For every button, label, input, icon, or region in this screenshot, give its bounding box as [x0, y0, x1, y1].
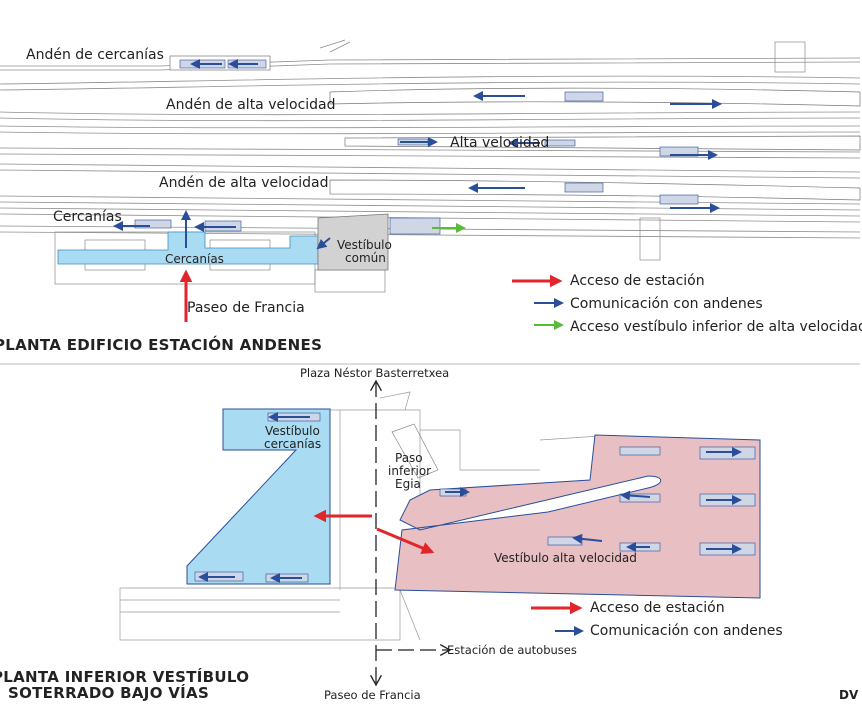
- blue-arrow: [620, 490, 651, 501]
- label-paseo-francia-top: Paseo de Francia: [187, 300, 305, 316]
- label-cercanias-platform: Cercanías: [53, 209, 122, 225]
- top-plan-title: PLANTA EDIFICIO ESTACIÓN ANDENES: [0, 335, 322, 354]
- label-estacion-autobuses: Estación de autobuses: [447, 643, 577, 657]
- label-plaza-nestor: Plaza Néstor Basterretxea: [300, 366, 449, 380]
- bottom-plan-title-line1: PLANTA INFERIOR VESTÍBULO: [0, 667, 249, 686]
- top-blue-arrows: [113, 59, 722, 250]
- legend-comunicacion-andenes-bottom: Comunicación con andenes: [590, 623, 783, 639]
- top-legend: Acceso de estación Comunicación con ande…: [512, 273, 862, 335]
- label-vestibulo-comun-1: Vestíbulo: [337, 238, 392, 252]
- cercanias-area: [57, 231, 319, 265]
- legend-comunicacion-andenes: Comunicación con andenes: [570, 296, 763, 312]
- vestibulo-alta-velocidad-area: [394, 434, 761, 599]
- label-vestibulo-cercanias-1: Vestíbulo: [265, 424, 320, 438]
- red-arrow-to-alta-velocidad: [376, 527, 435, 554]
- vestibulo-cercanias-area: [186, 408, 331, 585]
- label-vestibulo-alta-velocidad: Vestíbulo alta velocidad: [494, 551, 637, 565]
- bottom-plan: Plaza Néstor Basterretxea Vestíbulo cerc…: [0, 366, 783, 702]
- blue-arrow: [316, 237, 331, 250]
- label-vestibulo-comun-2: común: [345, 251, 386, 265]
- legend-acceso-estacion-bottom: Acceso de estación: [590, 600, 725, 616]
- top-plan: Andén de cercanías Andén de alta velocid…: [0, 39, 862, 354]
- label-paseo-francia-bottom: Paseo de Francia: [324, 688, 421, 702]
- vestibulo-comun-area: [317, 213, 389, 271]
- label-anden-cercanias: Andén de cercanías: [26, 47, 164, 63]
- bottom-blue-arrows: [198, 412, 742, 583]
- paso-egia-stairs: [391, 423, 439, 479]
- access-axes: [370, 379, 452, 687]
- label-cercanias-area: Cercanías: [165, 252, 224, 266]
- legend-acceso-vestibulo-inferior: Acceso vestíbulo inferior de alta veloci…: [570, 319, 862, 335]
- legend-acceso-estacion: Acceso de estación: [570, 273, 705, 289]
- label-paso-inferior-1: Paso: [395, 451, 423, 465]
- label-anden-alta-velocidad-2: Andén de alta velocidad: [159, 175, 329, 191]
- blue-arrow: [572, 533, 603, 544]
- bottom-legend: Acceso de estación Comunicación con ande…: [531, 600, 783, 639]
- label-anden-alta-velocidad-1: Andén de alta velocidad: [166, 97, 336, 113]
- label-alta-velocidad: Alta velocidad: [450, 135, 549, 151]
- label-paso-inferior-2: inferior: [388, 464, 431, 478]
- bottom-plan-title-line2: SOTERRADO BAJO VÍAS: [8, 683, 209, 702]
- credit-dv: DV: [839, 688, 859, 702]
- label-vestibulo-cercanias-2: cercanías: [264, 437, 321, 451]
- label-paso-inferior-3: Egia: [395, 477, 421, 491]
